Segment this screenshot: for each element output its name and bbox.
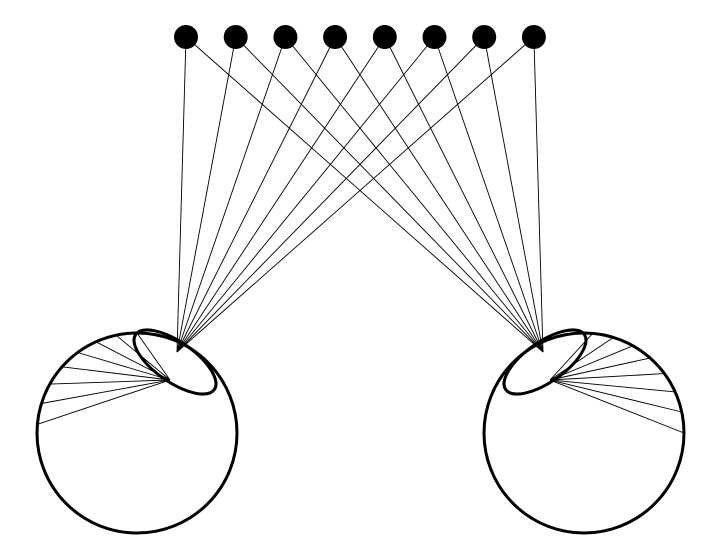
retina-ray-right-8 [549, 379, 685, 434]
ray-right-3 [285, 36, 544, 353]
retina-ray-right-4 [549, 357, 651, 381]
ray-left-7 [176, 36, 485, 353]
lens-left [132, 328, 218, 396]
ray-right-8 [533, 36, 544, 353]
ray-right-6 [434, 36, 544, 353]
object-point-3 [273, 25, 298, 49]
object-point-6 [422, 25, 447, 49]
object-point-8 [521, 25, 546, 49]
ray-left-3 [176, 36, 286, 353]
ray-left-2 [176, 36, 237, 353]
retina-ray-right-7 [549, 379, 682, 413]
ray-left-1 [176, 36, 187, 353]
object-point-1 [174, 25, 198, 49]
eyes [35, 328, 686, 535]
ray-right-5 [384, 36, 544, 353]
object-points [174, 25, 546, 49]
retina-ray-right-5 [549, 373, 665, 381]
object-point-2 [223, 25, 248, 49]
object-point-5 [372, 25, 397, 49]
ray-right-7 [483, 36, 544, 353]
ray-right-1 [185, 36, 544, 353]
ray-left-6 [176, 36, 435, 353]
retina-ray-left-8 [136, 332, 171, 381]
incoming-rays [176, 36, 544, 353]
ray-left-5 [176, 36, 386, 353]
retina-ray-left-3 [49, 379, 171, 385]
ray-right-2 [235, 36, 544, 353]
retina-ray-right-6 [549, 379, 676, 393]
ray-right-4 [334, 36, 544, 353]
retina-ray-left-4 [61, 366, 171, 381]
ray-left-4 [176, 36, 336, 353]
object-point-4 [323, 25, 348, 49]
retina-ray-left-2 [41, 379, 171, 404]
ray-left-8 [176, 36, 535, 353]
retina-ray-left-5 [77, 352, 171, 381]
retina-ray-right-2 [549, 337, 614, 381]
retina-ray-left-1 [37, 379, 171, 425]
lens-right [502, 328, 588, 396]
object-point-7 [472, 25, 497, 49]
